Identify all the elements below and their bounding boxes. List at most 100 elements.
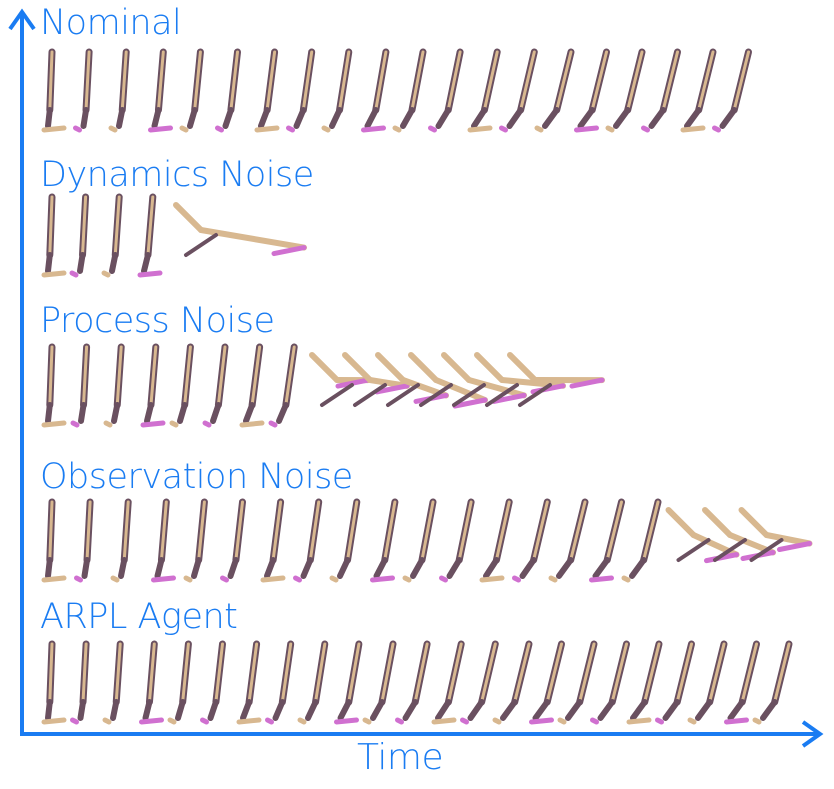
hopper-leg: [413, 560, 422, 576]
hopper-frame: [537, 52, 571, 130]
hopper-foot: [715, 128, 719, 130]
hopper-frame: [551, 502, 585, 580]
hopper-frame: [515, 502, 548, 580]
hopper-foot: [296, 578, 300, 580]
hopper-leg: [632, 560, 644, 576]
hopper-foot: [727, 720, 747, 722]
hopper-frame: [683, 52, 713, 130]
hopper-torso-highlight: [482, 644, 496, 702]
hopper-foot: [624, 578, 628, 580]
hopper-frame: [104, 197, 119, 275]
hopper-leg: [147, 405, 151, 421]
hopper-leg: [616, 110, 628, 126]
hopper-torso: [510, 355, 535, 380]
hopper-frame: [502, 52, 535, 130]
hopper-foot: [239, 720, 259, 722]
hopper-leg: [340, 560, 348, 576]
hopper-frame: [434, 644, 461, 722]
hopper-foot: [434, 720, 454, 722]
hopper-frame: [593, 644, 627, 722]
hopper-leg: [596, 560, 608, 576]
hopper-frame: [644, 52, 678, 130]
hopper-foot: [629, 720, 649, 722]
hopper-frame: [105, 644, 120, 722]
hopper-foot: [337, 720, 357, 722]
hopper-frame: [532, 644, 562, 722]
hopper-foot: [170, 720, 174, 722]
row-label-arpl-agent: ARPL Agent: [40, 600, 237, 635]
hopper-frame: [300, 644, 325, 722]
hopper-frame: [76, 52, 90, 130]
hopper-foot: [218, 128, 222, 130]
hopper-frame: [142, 644, 162, 722]
hopper-foot: [140, 273, 160, 275]
hopper-foot: [271, 423, 275, 425]
hopper-frame: [332, 502, 357, 580]
hopper-foot: [44, 578, 64, 580]
hopper-frame: [398, 644, 428, 722]
hopper-foot: [205, 423, 209, 425]
hopper-leg: [211, 702, 216, 718]
hopper-torso-highlight: [412, 52, 423, 110]
hopper-foot: [592, 578, 612, 580]
hopper-torso: [742, 510, 767, 535]
hopper-foot: [154, 578, 174, 580]
hopper-torso: [705, 510, 730, 535]
hopper-torso-highlight: [571, 502, 585, 560]
hopper-foot: [502, 128, 506, 130]
hopper-leg: [261, 110, 267, 126]
hopper-leg: [80, 255, 83, 271]
hopper-foot: [242, 423, 262, 425]
hopper-torso-highlight: [459, 502, 471, 560]
hopper-foot: [482, 578, 502, 580]
hopper-leg: [85, 560, 88, 576]
hopper-torso-highlight: [557, 52, 571, 110]
hopper-torso: [477, 355, 502, 380]
hopper-foot: [263, 578, 283, 580]
hopper-foot: [44, 273, 64, 275]
hopper-foot: [143, 423, 163, 425]
hopper-frame: [608, 52, 642, 130]
hopper-foot: [73, 423, 77, 425]
hopper-foot: [111, 128, 115, 130]
hopper-foot: [77, 578, 81, 580]
hopper-foot: [172, 423, 176, 425]
hopper-leg: [471, 702, 482, 718]
hopper-foot: [151, 128, 171, 130]
hopper-leg: [568, 702, 580, 718]
hopper-foot: [658, 720, 662, 722]
hopper-torso-highlight: [710, 644, 724, 702]
hopper-torso-highlight: [612, 644, 626, 702]
hopper-leg: [687, 110, 699, 126]
hopper-frame: [154, 502, 174, 580]
hopper-frame: [364, 52, 386, 130]
hopper-frame: [624, 502, 658, 580]
hopper-frame: [263, 502, 283, 580]
hopper-leg: [581, 110, 593, 126]
hopper-foot: [608, 128, 612, 130]
hopper-leg: [243, 702, 249, 718]
hopper-foot: [274, 248, 304, 254]
hopper-leg: [121, 560, 124, 576]
hopper-torso: [312, 355, 337, 380]
hopper-leg: [406, 702, 416, 718]
hopper-torso-highlight: [628, 52, 642, 110]
hopper-frame: [44, 197, 64, 275]
hopper-foot: [182, 128, 186, 130]
hopper-foot: [44, 720, 64, 722]
hopper-foot: [142, 720, 162, 722]
hopper-foot: [495, 720, 499, 722]
hopper-foot: [463, 720, 467, 722]
hopper-foot: [577, 128, 597, 130]
hopper-foot: [73, 720, 77, 722]
hopper-foot: [690, 720, 694, 722]
hopper-torso-highlight: [515, 644, 529, 702]
hopper-foot: [105, 720, 109, 722]
hopper-foot: [593, 720, 597, 722]
hopper-leg: [767, 535, 810, 544]
hopper-foot: [324, 128, 328, 130]
hopper-frame: [629, 644, 659, 722]
hopper-frame: [205, 347, 225, 425]
hopper-leg: [279, 405, 286, 421]
